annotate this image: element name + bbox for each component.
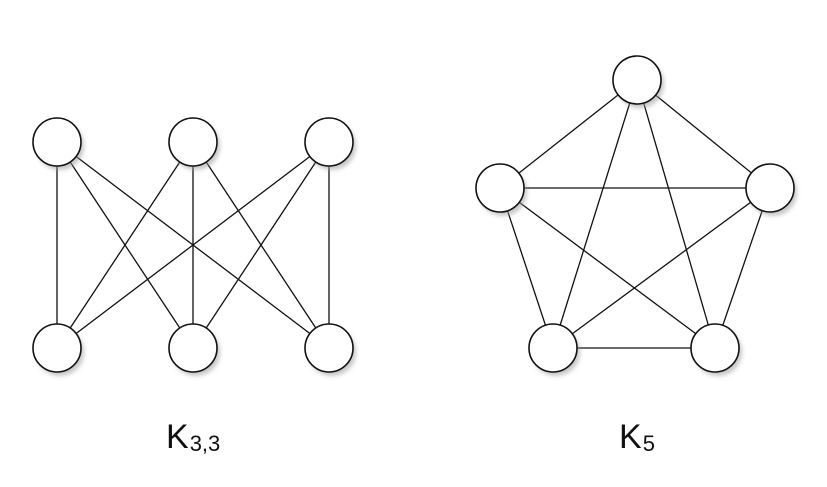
k33-node-top-2 <box>168 117 218 167</box>
k5-node-bottom-left <box>528 323 578 373</box>
k5-node-right <box>745 163 795 213</box>
k5-label-main: K <box>619 418 642 456</box>
k33-graph <box>32 117 356 376</box>
k5-edge-top-left <box>499 79 638 189</box>
k5-edge-right-bottom-right <box>714 187 771 349</box>
k5-node-left <box>475 163 525 213</box>
k33-node-bottom-1 <box>32 323 82 373</box>
k33-node-bottom-2 <box>168 323 218 373</box>
k5-label-subscript: 5 <box>642 431 655 456</box>
k5-edges <box>499 79 771 349</box>
k33-label-subscript: 3,3 <box>189 431 221 456</box>
k5-edge-top-bottom-right <box>636 79 716 349</box>
k33-label-main: K <box>166 418 189 456</box>
k33-nodes <box>32 117 356 376</box>
k5-label: K5 <box>619 418 655 456</box>
k5-edge-top-bottom-left <box>552 79 638 349</box>
k5-node-top <box>612 55 662 105</box>
k5-graph <box>475 55 797 376</box>
k5-edge-left-bottom-right <box>499 187 716 349</box>
k5-nodes <box>475 55 797 376</box>
k33-node-top-3 <box>304 117 354 167</box>
k33-node-top-1 <box>32 117 82 167</box>
k5-edge-right-bottom-left <box>552 187 771 349</box>
k33-label: K3,3 <box>166 418 221 456</box>
k33-edge-top-2-bottom-1 <box>56 141 194 349</box>
k5-node-bottom-right <box>690 323 740 373</box>
k33-edge-top-3-bottom-1 <box>56 141 330 349</box>
k33-node-bottom-3 <box>304 323 354 373</box>
k33-edge-top-3-bottom-2 <box>192 141 330 349</box>
k33-edges <box>56 141 330 349</box>
